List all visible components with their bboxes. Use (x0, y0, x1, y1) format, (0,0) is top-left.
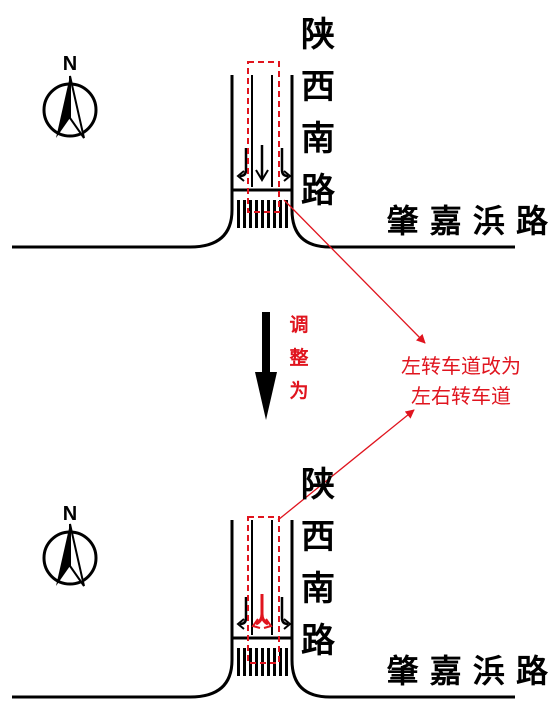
highlight-box-top (247, 61, 280, 213)
pointer-line-top (283, 199, 426, 344)
horizontal-road-name-top: 肇 嘉 浜 路 (387, 202, 549, 240)
pointer-line-bottom (277, 409, 415, 521)
right-turn-arrow-icon (280, 597, 292, 630)
adjust-label-char: 为 (289, 379, 308, 402)
top-intersection-panel: N (12, 15, 549, 249)
annotation-line-2: 左右转车道 (411, 384, 511, 408)
left-turn-arrow-icon (236, 597, 248, 630)
lane-dividers (251, 75, 273, 187)
road-char: 路 (301, 621, 336, 661)
north-label: N (63, 53, 77, 75)
highlight-box-bottom (247, 516, 280, 664)
road-char: 西 (301, 67, 335, 107)
road-char: 路 (301, 171, 336, 211)
vertical-road-name-bottom: 陕 西 南 路 (301, 465, 336, 661)
left-right-turn-arrow-icon (251, 594, 273, 629)
road-char: 南 (301, 119, 335, 159)
annotation: 左转车道改为 左右转车道 (277, 199, 521, 521)
left-turn-arrow-icon (236, 148, 248, 182)
road-char: 陕 (301, 465, 335, 505)
north-label: N (63, 503, 77, 525)
road-char: 南 (301, 569, 335, 609)
bottom-intersection-panel: N (12, 465, 549, 699)
road-char: 陕 (301, 15, 335, 55)
vertical-road-name-top: 陕 西 南 路 (301, 15, 336, 211)
down-arrow-icon (255, 312, 277, 420)
crosswalk (237, 200, 288, 228)
road-outline (12, 520, 515, 699)
adjust-label-char: 整 (289, 346, 308, 369)
annotation-line-1: 左转车道改为 (401, 354, 521, 378)
right-turn-arrow-icon (280, 148, 292, 182)
lane-dividers (251, 520, 273, 635)
road-char: 西 (301, 517, 335, 557)
north-compass-icon: N (42, 53, 98, 139)
transition: 调 整 为 (255, 312, 309, 420)
road-outline (12, 75, 515, 249)
north-compass-icon: N (42, 503, 98, 587)
adjust-label-char: 调 (289, 314, 308, 336)
straight-arrow-icon (255, 145, 269, 182)
horizontal-road-name-bottom: 肇 嘉 浜 路 (387, 652, 549, 690)
